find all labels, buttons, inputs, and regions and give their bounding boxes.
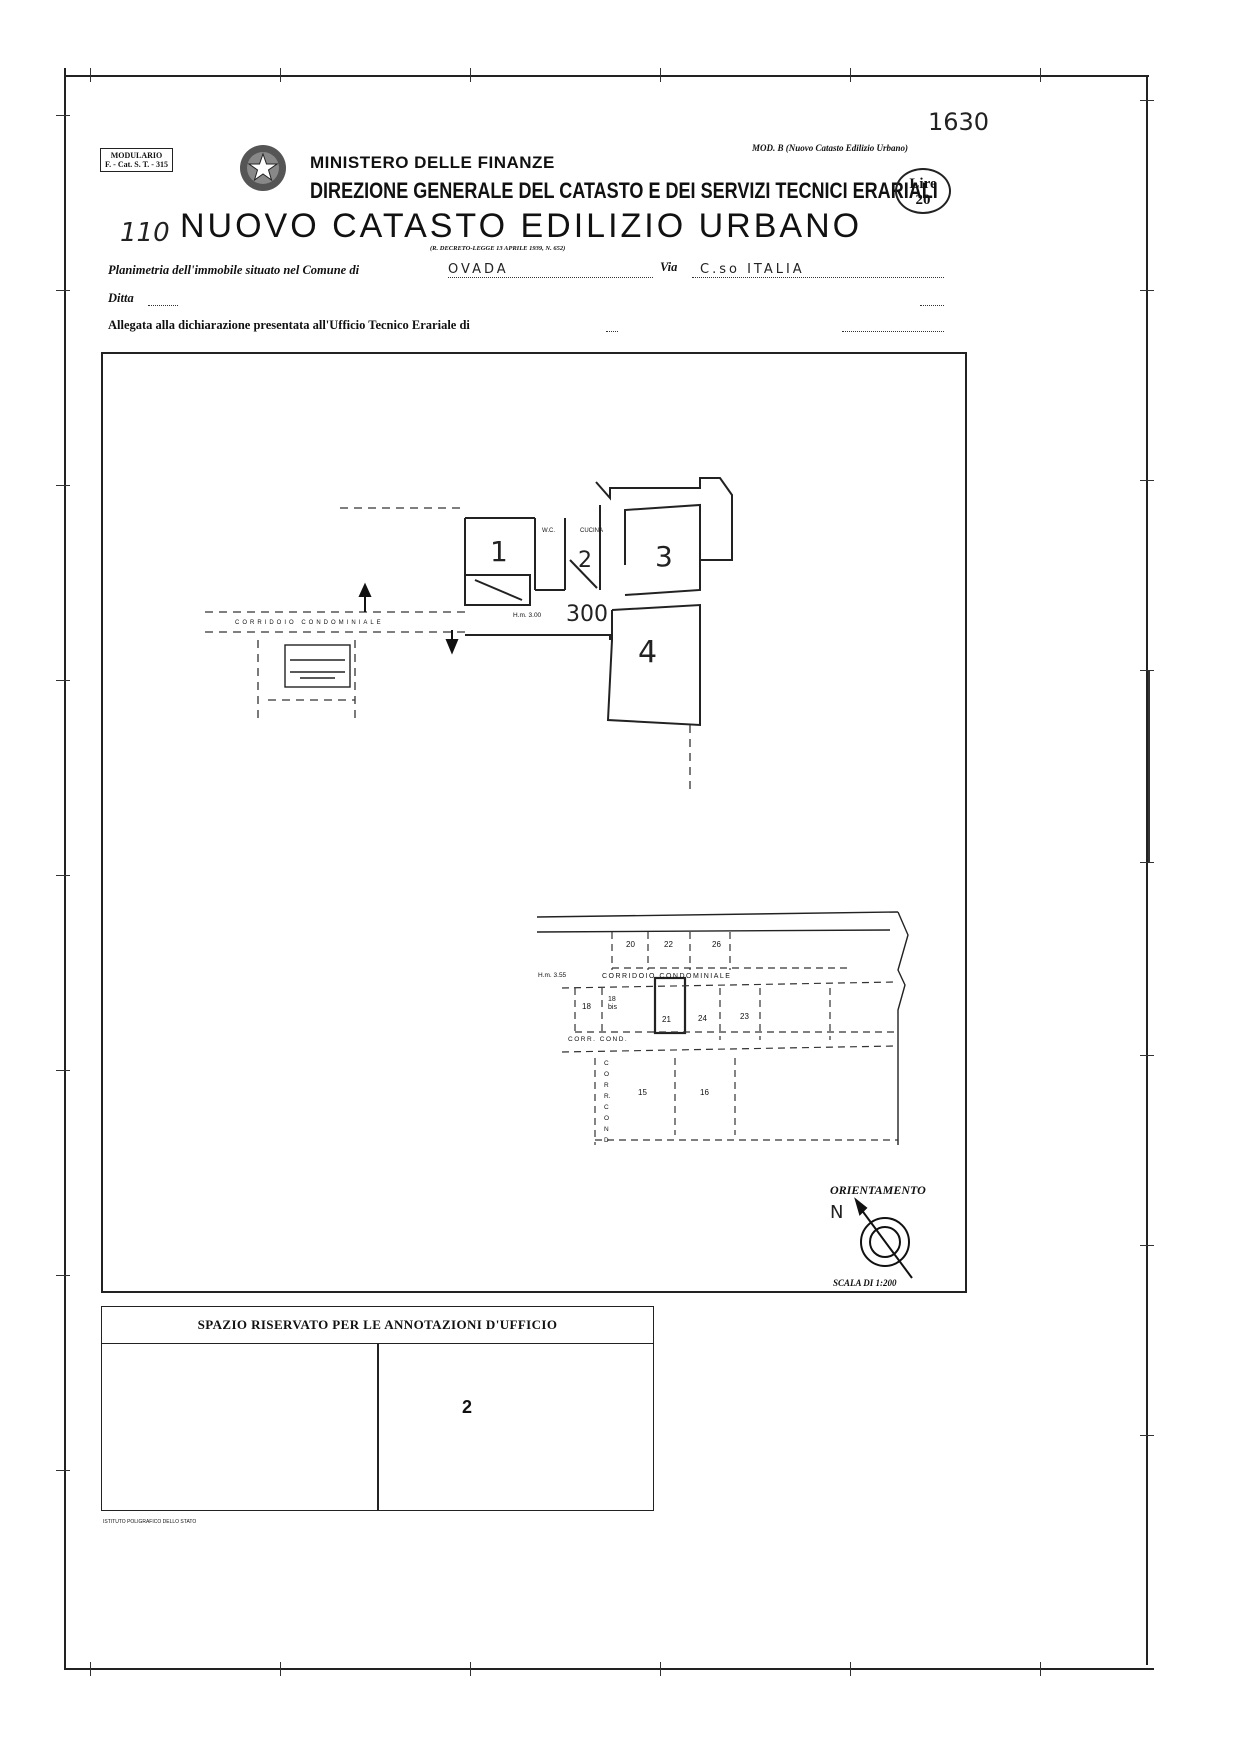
ditta-dots-right [920,292,944,306]
via-label: Via [660,260,678,274]
unit-26: 26 [712,940,721,949]
altitude-label: H.m. 3.00 [513,612,542,619]
modulario-line1: MODULARIO [110,151,163,160]
tick [850,1662,851,1676]
unit-21: 21 [662,1015,671,1024]
tick [1140,100,1154,101]
tick [1140,670,1154,671]
tick [56,1275,70,1276]
tick [56,290,70,291]
tick [660,68,661,82]
tick [1140,290,1154,291]
tick [90,68,91,82]
room-4-label: 4 [638,635,658,670]
unit-20: 20 [626,940,635,949]
room-1-label: 1 [490,535,508,568]
via-dots [692,264,944,278]
ministero-heading: MINISTERO DELLE FINANZE [310,153,555,172]
tick [56,115,70,116]
lire-stamp: Lire 20 [895,168,951,214]
ditta-label: Ditta [108,291,134,305]
direzione-heading: DIREZIONE GENERALE DEL CATASTO E DEI SER… [310,178,938,203]
unit-15: 15 [638,1088,647,1097]
orientamento-label: ORIENTAMENTO [830,1183,926,1197]
comune-dots [448,264,653,278]
tick [1140,1245,1154,1246]
corridor-label: CORRIDOIO CONDOMINIALE [235,620,384,626]
handwritten-prefix: 110 [120,218,170,248]
tick [1040,68,1041,82]
floor-plan-area [101,352,967,1293]
tick [280,68,281,82]
room-3-label: 3 [655,540,673,573]
allegata-dots-right [842,318,944,332]
annotations-divider [377,1344,379,1510]
planimetria-label: Planimetria dell'immobile situato nel Co… [108,263,360,277]
printer-credit: ISTITUTO POLIGRAFICO DELLO STATO [103,1519,197,1525]
wc-label: W.C. [542,528,555,534]
ditta-dots-left [148,292,178,306]
north-letter: N [830,1202,844,1223]
tick [56,1470,70,1471]
key-vertical-label: CORR. COND [604,1060,611,1144]
mod-b-label: MOD. B (Nuovo Catasto Edilizio Urbano) [752,143,909,153]
right-margin-bar [1148,670,1150,862]
frame-right [1146,75,1148,1665]
modulario-line2: F. - Cat. S. T. - 315 [105,160,168,169]
tick [850,68,851,82]
unit-18: 18 [582,1002,591,1011]
key-corridor-label: CORRIDOIO CONDOMINIALE [602,973,732,980]
tick [470,1662,471,1676]
altitude-handwritten: 300 [566,602,608,627]
allegata-label: Allegata alla dichiarazione presentata a… [108,318,470,332]
annotations-title: SPAZIO RISERVATO PER LE ANNOTAZIONI D'UF… [102,1307,653,1344]
via-value: C.so ITALIA [700,262,805,277]
room-2-label: 2 [578,548,592,573]
lire-value: 20 [915,192,931,208]
frame-left [64,68,66,1668]
tick [56,1070,70,1071]
tick [1140,1055,1154,1056]
tick [56,875,70,876]
tick [1140,1435,1154,1436]
key-corr-cond-label: CORR. COND. [568,1036,629,1043]
frame-top [64,75,1149,77]
unit-24: 24 [698,1014,707,1023]
tick [56,680,70,681]
tick [660,1662,661,1676]
key-height-label: H.m. 3.55 [538,972,567,979]
top-ref-number: 1630 [928,108,990,136]
frame-bottom [64,1668,1154,1670]
tick [56,485,70,486]
scala-label: SCALA DI 1:200 [833,1278,897,1288]
modulario-box: MODULARIO F. - Cat. S. T. - 315 [100,148,173,172]
emblem-icon [240,145,286,191]
tick [280,1662,281,1676]
comune-value: OVADA [448,262,509,277]
unit-22: 22 [664,940,673,949]
tick [1140,480,1154,481]
cucina-label: CUCINA [580,528,604,534]
state-emblem [238,140,288,196]
unit-16: 16 [700,1088,709,1097]
annotations-box: SPAZIO RISERVATO PER LE ANNOTAZIONI D'UF… [101,1306,654,1511]
decreto-line: (R. DECRETO-LEGGE 13 APRILE 1939, N. 652… [430,245,566,252]
unit-18-bis: 18 bis [608,996,617,1011]
allegata-dots-left [606,318,618,332]
sheet-number: 2 [462,1397,473,1417]
tick [1140,862,1154,863]
lire-label: Lire [909,176,937,192]
main-title: NUOVO CATASTO EDILIZIO URBANO [180,207,863,245]
tick [1040,1662,1041,1676]
unit-23: 23 [740,1012,749,1021]
tick [90,1662,91,1676]
tick [470,68,471,82]
